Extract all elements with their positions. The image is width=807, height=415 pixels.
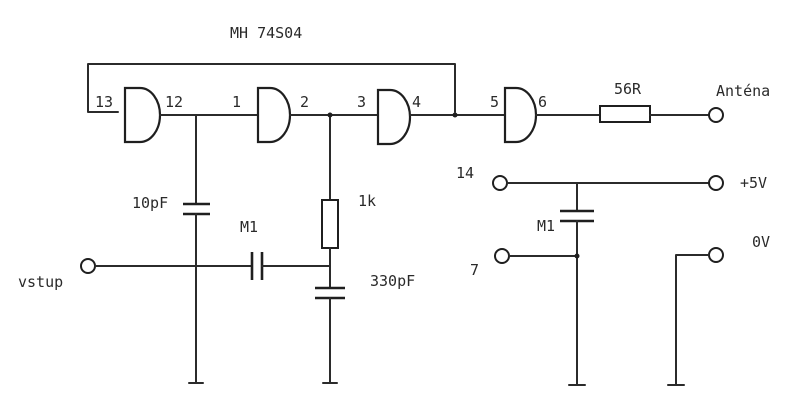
gate-2 [256, 86, 292, 144]
pin-3-label: 3 [357, 93, 366, 111]
junction-dot-3 [574, 253, 580, 259]
pin-12-label: 12 [165, 93, 183, 111]
junction-dot [452, 112, 458, 118]
pin-13-label: 13 [95, 93, 113, 111]
pin-4-label: 4 [412, 93, 421, 111]
cap-10pf-label: 10pF [132, 194, 168, 212]
vstup-terminal [80, 258, 96, 274]
vstup-label: vstup [18, 273, 63, 291]
gnd-terminal [708, 247, 724, 263]
pin-7-label: 7 [470, 261, 479, 279]
pin-1-label: 1 [232, 93, 241, 111]
feedback-wire [87, 63, 456, 113]
resistor-56r-label: 56R [614, 80, 642, 98]
resistor-1k-label: 1k [358, 192, 376, 210]
vcc-label: +5V [740, 174, 767, 192]
pin-7-terminal [494, 248, 510, 264]
gate-3 [376, 88, 412, 146]
wire-gnd [675, 254, 710, 386]
resistor-1k [321, 199, 339, 249]
pin-6-label: 6 [538, 93, 547, 111]
pin-14-terminal [492, 175, 508, 191]
gate-4 [503, 86, 538, 144]
cap-m1b-label: M1 [537, 217, 555, 235]
gate-1 [123, 86, 162, 144]
antenna-terminal [708, 107, 724, 123]
cap-m1-label: M1 [240, 218, 258, 236]
gnd-label: 0V [752, 233, 770, 251]
ic-label: MH 74S04 [230, 24, 302, 42]
pin-5-label: 5 [490, 93, 499, 111]
vcc-terminal [708, 175, 724, 191]
resistor-56r [599, 105, 651, 123]
cap-330pf-label: 330pF [370, 272, 415, 290]
junction-dot-2 [327, 112, 333, 118]
antenna-label: Anténa [716, 82, 770, 100]
pin-2-label: 2 [300, 93, 309, 111]
pin-14-label: 14 [456, 164, 474, 182]
